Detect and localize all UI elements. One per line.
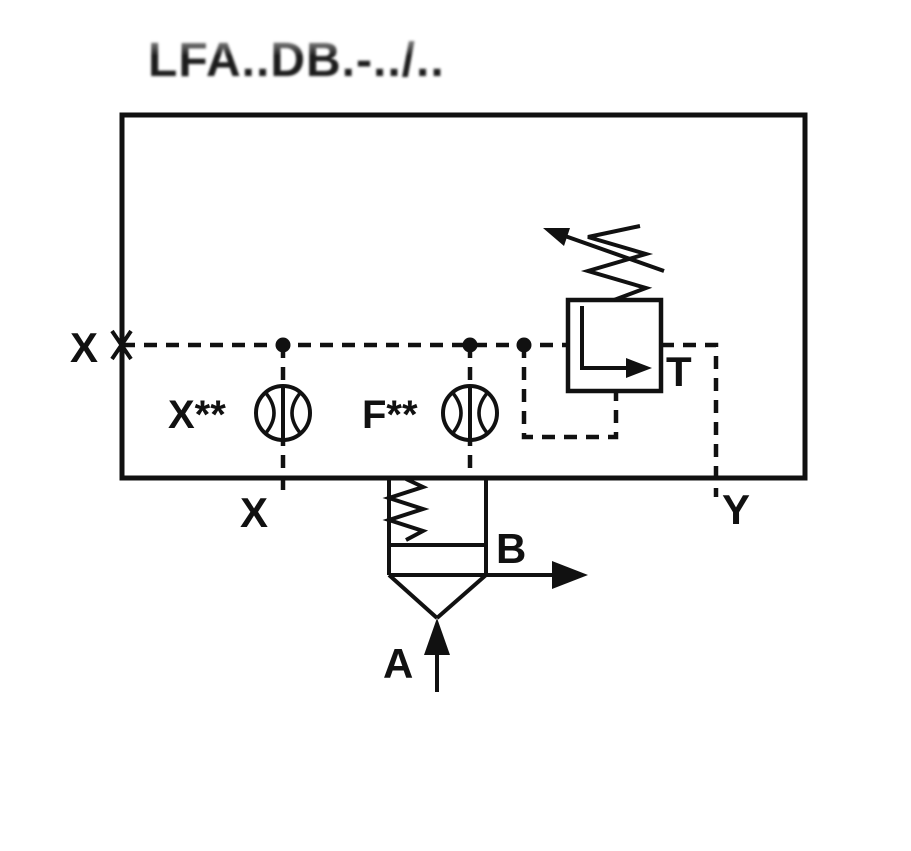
port-b-label: B <box>496 525 526 572</box>
adjustment-arrow-icon <box>543 228 665 273</box>
cover-plate-outline <box>119 112 808 481</box>
orifice-x-label: X** <box>168 393 226 437</box>
orifice-x <box>254 384 312 442</box>
pilot-relief-valve <box>565 297 664 394</box>
port-x-left-label: X <box>70 324 98 371</box>
port-t-label: T <box>666 348 692 395</box>
orifice-f <box>441 384 499 442</box>
port-x-bottom-label: X <box>240 489 268 536</box>
junction-dot <box>516 337 532 353</box>
relief-flow-arrow-icon <box>626 358 652 378</box>
pilot-line-t-to-y <box>661 342 719 497</box>
relief-spring-icon <box>580 224 654 302</box>
logic-cartridge-valve <box>382 477 488 620</box>
pilot-line-relief-drain <box>521 345 619 440</box>
port-a-label: A <box>383 640 413 687</box>
port-y-label: Y <box>722 486 750 533</box>
port-a-arrow-icon <box>424 618 450 692</box>
junction-dot <box>275 337 291 353</box>
port-x-plug-cross-icon <box>110 329 133 361</box>
port-b-arrow-icon <box>486 561 588 589</box>
junction-dot <box>462 337 478 353</box>
orifice-f-label: F** <box>362 393 418 437</box>
cartridge-spring-icon <box>382 477 430 542</box>
title-fade-overlay <box>138 22 488 56</box>
